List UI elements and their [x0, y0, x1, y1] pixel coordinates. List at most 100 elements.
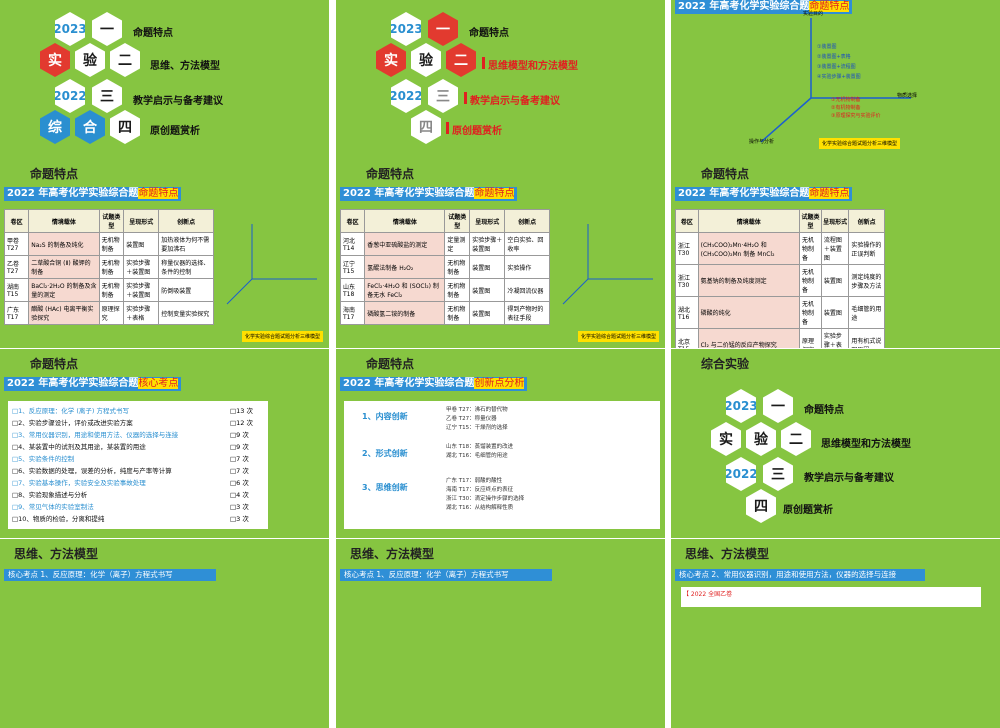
- menu-item-3: 教学启示与备考建议: [133, 96, 223, 107]
- hex-year: 2023: [726, 389, 756, 423]
- table-cell: 测定纯度的步骤及方法: [848, 264, 885, 297]
- hex-shi: 实: [711, 422, 741, 456]
- table-cell: 实验步骤＋装置图: [469, 232, 506, 256]
- table-cell: 流程图＋装置图: [820, 232, 850, 265]
- table-cell: 称量仪器的选择、条件的控制: [158, 255, 214, 279]
- table-cell: 无机物制备: [98, 278, 125, 302]
- model-caption: 化学实验综合题试题分析三维模型: [818, 138, 900, 149]
- slide-core-points[interactable]: 命题特点 2022 年高考化学实验综合题核心考点 □1、反应原理：化学 (离子)…: [0, 349, 329, 538]
- menu-item-2: 思维模型和方法模型: [821, 439, 911, 450]
- table-cell: 湖南 T15: [3, 278, 30, 302]
- innovation-line: 山东 T18：蒸馏装置的改进: [446, 444, 514, 450]
- menu-item-1: 命题特点: [133, 28, 173, 39]
- hex-year-2: 2022: [391, 79, 421, 113]
- table-cell: 无机物制备: [98, 255, 125, 279]
- slide-menu-1[interactable]: 2023 一 命题特点 实 验 二 思维、方法模型 2022 三 教学启示与备考…: [0, 0, 329, 189]
- core-band: 核心考点 1、反应原理：化学（离子）方程式书写: [340, 569, 552, 581]
- table-cell: 控制变量实验探究: [158, 301, 214, 325]
- innovation-line: 乙卷 T27：称量仪器: [446, 416, 497, 422]
- table-cell: 装置图: [820, 264, 850, 297]
- hex-shi: 实: [40, 43, 70, 77]
- slide-title: 思维、方法模型: [685, 547, 770, 561]
- slide-title: 命题特点: [701, 167, 750, 181]
- slide-title: 思维、方法模型: [350, 547, 435, 561]
- slide-title: 命题特点: [30, 357, 79, 371]
- table-cell: 实验步骤＋装置图: [123, 278, 160, 302]
- slide-menu-2[interactable]: 2023 一 命题特点 实 验 二 思维模型和方法模型 2022 三 教学启示与…: [336, 0, 665, 189]
- hex-year: 2023: [55, 12, 85, 46]
- slide-band: 2022 年高考化学实验综合题命题特点: [340, 187, 518, 201]
- core-point-count: □7 次: [230, 467, 249, 475]
- table-cell: 无机物制备: [444, 278, 471, 302]
- hex-num-3: 三: [92, 79, 122, 113]
- slide-model-2[interactable]: 思维、方法模型 核心考点 1、反应原理：化学（离子）方程式书写: [336, 539, 665, 728]
- hex-num-2: 二: [110, 43, 140, 77]
- slide-table-2[interactable]: 命题特点 2022 年高考化学实验综合题命题特点 卷区情境载体试题类型呈现形式创…: [336, 159, 665, 348]
- slide-menu-3[interactable]: 综合实验 2023 一 命题特点 实 验 二 思维模型和方法模型 2022 三 …: [671, 349, 1000, 538]
- slide-model-1[interactable]: 思维、方法模型 核心考点 1、反应原理：化学（离子）方程式书写: [0, 539, 329, 728]
- innovation-line: 湖北 T16：毛细管的用途: [446, 453, 508, 459]
- axis-3d-chart: [760, 18, 911, 143]
- hex-num-3: 三: [428, 79, 458, 113]
- innovation-line: 湖北 T16：从结构解释性质: [446, 505, 514, 511]
- menu-item-4: 原创题赏析: [150, 126, 200, 137]
- innovation-label: 2、形式创新: [362, 449, 408, 458]
- table-cell: 装置图: [469, 278, 506, 302]
- table-header: 试题类型: [798, 209, 822, 233]
- table-cell: 装置图: [469, 255, 506, 279]
- slide-title: 综合实验: [701, 357, 750, 371]
- slide-table-1[interactable]: 命题特点 2022 年高考化学实验综合题命题特点 卷区情境载体试题类型呈现形式创…: [0, 159, 329, 348]
- menu-item-1: 命题特点: [804, 405, 844, 416]
- table-cell: 冷凝回流仪器: [504, 278, 550, 302]
- hex-he: 合: [75, 110, 105, 144]
- table-cell: 实验步骤＋表格: [820, 328, 850, 348]
- innovation-label: 3、思维创新: [362, 483, 408, 492]
- table-cell: 防倒吸装置: [158, 278, 214, 302]
- slide-innovation[interactable]: 命题特点 2022 年高考化学实验综合题创新点分析 1、内容创新甲卷 T27：沸…: [336, 349, 665, 538]
- slide-3d-model[interactable]: 2022 年高考化学实验综合题命题特点 实验目的 物质选择 操作与分析 ①装置图…: [671, 0, 1000, 189]
- core-point-count: □12 次: [230, 419, 253, 427]
- menu-item-2: 思维、方法模型: [150, 61, 220, 72]
- table-cell: 二草酸合铜 (Ⅱ) 酸钾的制备: [28, 255, 100, 279]
- table-cell: 河北 T14: [339, 232, 366, 256]
- core-point-item: □3、常用仪器识别，用途和使用方法、仪器的选择与连接: [12, 431, 179, 439]
- axis-y-label: 实验目的: [803, 11, 824, 17]
- table-header: 卷区: [3, 209, 30, 233]
- slide-band: 2022 年高考化学实验综合题核心考点: [4, 377, 182, 391]
- menu-item-4: 原创题赏析: [452, 126, 502, 137]
- hex-shi: 实: [376, 43, 406, 77]
- hex-num-1: 一: [763, 389, 793, 423]
- core-band: 核心考点 1、反应原理：化学（离子）方程式书写: [4, 569, 216, 581]
- hex-yan: 验: [75, 43, 105, 77]
- slide-title: 命题特点: [366, 357, 415, 371]
- table-row: 浙江 T30(CH₃COO)₂Mn·4H₂O 和 (CH₃COO)₂Mn 制备 …: [675, 232, 885, 265]
- core-point-count: □7 次: [230, 455, 249, 463]
- hex-zong: 综: [40, 110, 70, 144]
- table-cell: 定量测定: [444, 232, 471, 256]
- axis-z-label: 操作与分析: [749, 139, 775, 145]
- core-point-count: □3 次: [230, 503, 249, 511]
- table-cell: 装置图: [820, 296, 850, 329]
- slide-model-3[interactable]: 思维、方法模型 核心考点 2、常用仪器识别，用途和使用方法，仪器的选择与连接 【…: [671, 539, 1000, 728]
- table-header: 呈现形式: [123, 209, 160, 233]
- hex-num-4: 四: [110, 110, 140, 144]
- table-cell: 海南 T17: [339, 301, 366, 325]
- hex-year-2: 2022: [55, 79, 85, 113]
- table-header: 情境载体: [697, 209, 800, 233]
- table-cell: Na₂S 的制备及纯化: [28, 232, 100, 256]
- table-cell: 醋酸 (HAc) 电离平衡实验探究: [28, 301, 100, 325]
- menu-item-1: 命题特点: [469, 28, 509, 39]
- table-cell: 实验步骤＋表格: [123, 301, 160, 325]
- table-cell: (CH₃COO)₂Mn·4H₂O 和 (CH₃COO)₂Mn 制备 MnCl₂: [697, 232, 800, 265]
- table-cell: 无机物制备: [798, 296, 822, 329]
- hex-year: 2023: [391, 12, 421, 46]
- table-cell: 得到产物时的表征手段: [504, 301, 550, 325]
- core-point-item: □1、反应原理：化学 (离子) 方程式书写: [12, 407, 129, 415]
- slide-table-3[interactable]: 命题特点 2022 年高考化学实验综合题命题特点 卷区情境载体试题类型呈现形式创…: [671, 159, 1000, 348]
- innovation-line: 辽宁 T15：干燥剂的选择: [446, 425, 508, 431]
- table-cell: 磷酸的纯化: [697, 296, 800, 329]
- table-cell: FeCl₂·4H₂O 和 (SOCl₂) 制备无水 FeCl₂: [364, 278, 446, 302]
- table-cell: 实验操作: [504, 255, 550, 279]
